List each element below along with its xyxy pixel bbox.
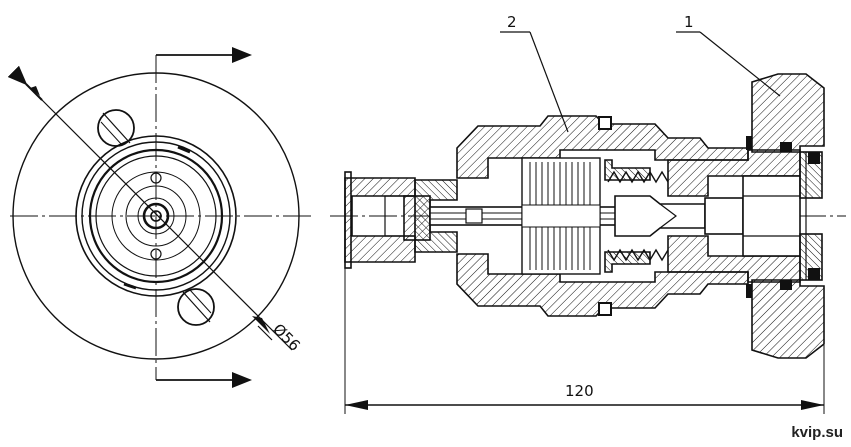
callout-2-label: 2 (507, 13, 517, 31)
flange-outer-circle (12, 72, 300, 360)
dimension-length (344, 262, 825, 414)
callout-2 (500, 31, 569, 133)
dimension-diameter: Ø56 (269, 320, 304, 355)
ring-3 (88, 148, 224, 284)
hub-outer (142, 202, 170, 230)
hub-inner (150, 210, 162, 222)
callout-1 (676, 31, 781, 97)
ring-2 (81, 141, 231, 291)
bolt-hole-upper (97, 109, 135, 147)
ring-6 (125, 185, 187, 247)
small-hole-bottom (150, 248, 162, 260)
right-flange (751, 73, 825, 153)
ring-1 (75, 135, 237, 297)
watermark: kvip.su (791, 424, 843, 441)
piston-plates (521, 157, 601, 275)
spring (604, 159, 669, 273)
section-view (330, 73, 846, 359)
valve-poppet (614, 195, 706, 237)
end-view (7, 47, 312, 388)
ring-4 (95, 155, 217, 277)
ring-5 (111, 171, 201, 261)
diameter-line (25, 83, 293, 351)
small-hole-top (150, 172, 162, 184)
callout-1-label: 1 (684, 13, 694, 31)
bolt-hole-lower (177, 288, 215, 326)
ring-7 (137, 197, 175, 235)
housing-lower (456, 253, 749, 317)
dimension-length-label: 120 (565, 382, 594, 400)
housing-upper (456, 115, 749, 179)
